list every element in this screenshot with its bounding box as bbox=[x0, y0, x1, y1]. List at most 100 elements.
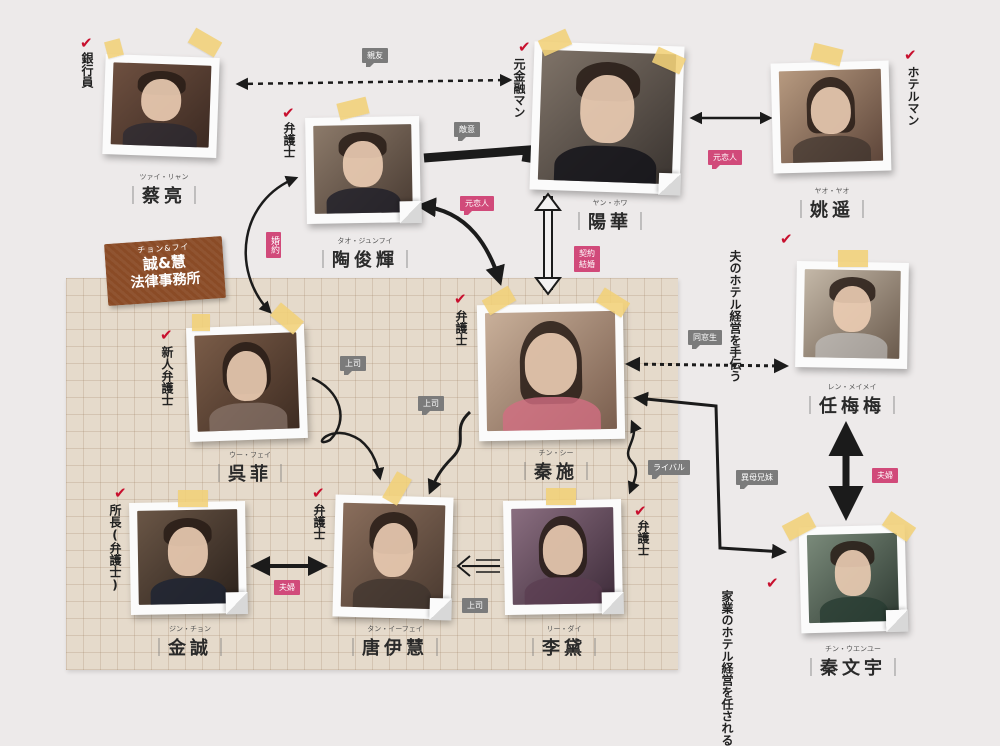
role-li: 弁護士 bbox=[636, 520, 650, 556]
face-shape bbox=[542, 524, 584, 576]
face-shape bbox=[372, 522, 415, 578]
card-qinshi bbox=[476, 302, 626, 442]
body-shape bbox=[792, 135, 872, 164]
body-shape bbox=[326, 187, 402, 214]
tape-ren bbox=[838, 250, 868, 267]
check-jin: ✔ bbox=[114, 484, 127, 502]
role-yang: 元金融マン bbox=[512, 58, 526, 118]
name-qinshi: 秦施 bbox=[486, 458, 626, 484]
relationship-chart: チョン&フイ 誠&慧 法律事務所 bbox=[0, 0, 1000, 713]
face-shape bbox=[579, 74, 636, 144]
body-shape bbox=[502, 396, 602, 432]
photo-cai bbox=[110, 62, 212, 148]
role-tang: 弁護士 bbox=[312, 504, 326, 540]
face-shape bbox=[834, 549, 872, 597]
name-tang: 唐伊慧 bbox=[330, 634, 460, 660]
tag-motokoibito-tao-qinshi: 元恋人 bbox=[460, 196, 494, 215]
tag-keiyaku-kekkon: 契約結婚 bbox=[574, 246, 600, 272]
body-shape bbox=[208, 401, 288, 432]
ruby-wu: ウー・フェイ bbox=[229, 451, 271, 459]
tag-motokoibito-yang-yao: 元恋人 bbox=[708, 150, 742, 169]
check-qinshi: ✔ bbox=[454, 290, 467, 308]
name-tao: 陶俊輝 bbox=[300, 246, 430, 272]
role-wu: 新人弁護士 bbox=[160, 346, 174, 406]
check-yao: ✔ bbox=[904, 46, 917, 64]
photo-qinshi bbox=[484, 310, 618, 432]
body-shape bbox=[524, 576, 603, 605]
name-yao: 姚遥 bbox=[768, 196, 896, 222]
tag-dousousei: 同窓生 bbox=[688, 330, 722, 349]
photo-wu bbox=[194, 332, 300, 432]
card-yao bbox=[770, 60, 892, 174]
body-shape bbox=[814, 332, 889, 359]
card-tao bbox=[305, 116, 421, 224]
check-tao: ✔ bbox=[282, 104, 295, 122]
card-qinwen bbox=[798, 524, 908, 634]
ruby-jin: ジン・チョン bbox=[169, 625, 211, 633]
card-tang bbox=[332, 494, 454, 620]
role-jin: 所長(弁護士) bbox=[108, 504, 122, 592]
card-ren bbox=[795, 261, 909, 369]
role-ren: 夫のホテル経営を手伝う bbox=[728, 250, 742, 382]
name-qinwen: 秦文宇 bbox=[788, 654, 918, 680]
tag-tekii: 敵意 bbox=[454, 122, 480, 141]
photo-yao bbox=[778, 68, 884, 164]
body-shape bbox=[150, 577, 227, 605]
tape-jin bbox=[178, 490, 208, 507]
role-cai: 銀行員 bbox=[80, 52, 94, 88]
card-wu bbox=[186, 323, 308, 443]
role-qinshi: 弁護士 bbox=[454, 310, 468, 346]
face-shape bbox=[832, 285, 872, 332]
name-cai: 蔡亮 bbox=[104, 182, 224, 208]
photo-ren bbox=[803, 269, 901, 359]
check-li: ✔ bbox=[634, 502, 647, 520]
photo-tang bbox=[340, 502, 446, 610]
tag-fuufu-ren-qinwen: 夫婦 bbox=[872, 468, 898, 483]
tag-ibo-kyoudai: 異母兄妹 bbox=[736, 470, 778, 489]
arrow-tao-qinshi bbox=[416, 197, 505, 286]
ruby-tao: タオ・ジュンフイ bbox=[337, 237, 393, 245]
face-shape bbox=[140, 78, 182, 123]
tag-fuufu-jin-tang: 夫婦 bbox=[274, 580, 300, 595]
name-wu: 呉菲 bbox=[190, 460, 310, 486]
name-jin: 金誠 bbox=[130, 634, 250, 660]
name-li: 李黛 bbox=[502, 634, 626, 660]
name-ren: 任梅梅 bbox=[786, 392, 918, 418]
ruby-yao: ヤオ・ヤオ bbox=[814, 187, 850, 195]
arrow-cai-yang bbox=[235, 73, 513, 91]
face-shape bbox=[167, 526, 209, 577]
ruby-qinwen: チン・ウエンユー bbox=[825, 645, 881, 653]
photo-jin bbox=[137, 509, 239, 605]
ruby-qinshi: チン・シー bbox=[538, 449, 574, 457]
role-yao: ホテルマン bbox=[906, 66, 920, 126]
tag-rival: ライバル bbox=[648, 460, 690, 479]
photo-li bbox=[511, 507, 615, 605]
tape-li bbox=[546, 488, 576, 505]
ruby-li: リー・ダイ bbox=[546, 625, 582, 633]
check-qinwen: ✔ bbox=[766, 574, 779, 592]
tape-cai bbox=[187, 27, 223, 58]
face-shape bbox=[225, 350, 269, 402]
card-li bbox=[503, 498, 623, 616]
card-cai bbox=[102, 54, 220, 158]
check-tang: ✔ bbox=[312, 484, 325, 502]
body-shape bbox=[352, 577, 432, 610]
role-qinwen: 家業のホテル経営を任される bbox=[720, 590, 734, 746]
tag-joushi-qinshi: 上司 bbox=[418, 396, 444, 415]
check-cai: ✔ bbox=[80, 34, 93, 52]
ruby-ren: レン・メイメイ bbox=[827, 383, 877, 391]
body-shape bbox=[553, 143, 657, 185]
body-shape bbox=[819, 596, 889, 624]
tag-konyaku: 婚約 bbox=[266, 232, 281, 258]
ruby-tang: タン・イーフェイ bbox=[367, 625, 423, 633]
ruby-cai: ツァイ・リャン bbox=[139, 173, 189, 181]
arrow-tao-yang-hostility bbox=[423, 145, 534, 163]
law-firm-badge: チョン&フイ 誠&慧 法律事務所 bbox=[103, 235, 227, 307]
tag-joushi-li: 上司 bbox=[462, 598, 488, 613]
face-shape bbox=[342, 140, 383, 187]
role-tao: 弁護士 bbox=[282, 122, 296, 158]
face-shape bbox=[524, 332, 578, 396]
card-jin bbox=[129, 500, 247, 616]
check-ren: ✔ bbox=[780, 230, 793, 248]
photo-tao bbox=[313, 124, 413, 214]
